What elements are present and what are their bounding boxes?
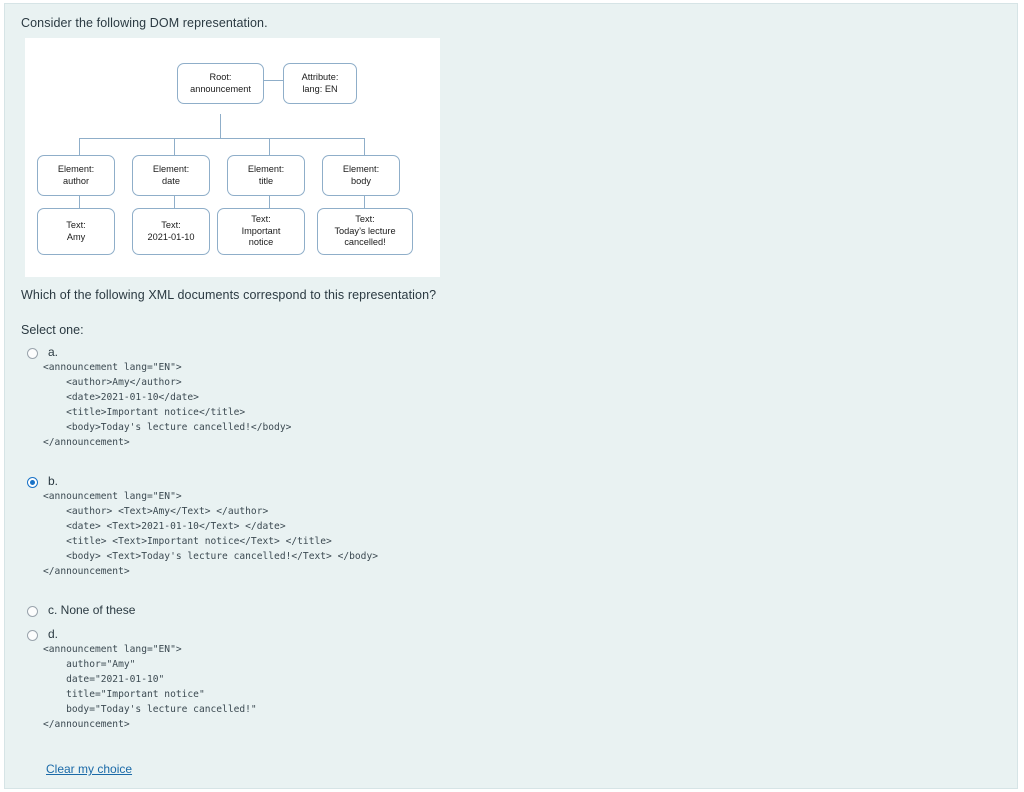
node-element-author-line2: author bbox=[62, 175, 90, 186]
radio-option-a[interactable] bbox=[27, 348, 38, 359]
edge-bus-to-title bbox=[269, 138, 270, 155]
radio-option-c[interactable] bbox=[27, 606, 38, 617]
edge-bus-to-author bbox=[79, 138, 80, 155]
node-element-title-line1: Element: bbox=[247, 163, 285, 174]
node-element-date: Element: date bbox=[132, 155, 210, 196]
node-text-author-line1: Text: bbox=[66, 219, 86, 230]
question-text: Which of the following XML documents cor… bbox=[21, 288, 437, 302]
select-one-label: Select one: bbox=[21, 323, 84, 337]
radio-option-b[interactable] bbox=[27, 477, 38, 488]
node-text-date-line2: 2021-01-10 bbox=[147, 231, 195, 242]
node-element-body: Element: body bbox=[322, 155, 400, 196]
node-text-body-line2: Today’s lecture bbox=[334, 225, 396, 236]
node-element-body-line1: Element: bbox=[342, 163, 380, 174]
node-element-date-line1: Element: bbox=[152, 163, 190, 174]
node-attribute-line1: Attribute: bbox=[301, 71, 339, 82]
node-text-date-line1: Text: bbox=[161, 219, 181, 230]
radio-option-d[interactable] bbox=[27, 630, 38, 641]
node-element-author-line1: Element: bbox=[57, 163, 95, 174]
node-text-body-line1: Text: bbox=[355, 214, 375, 225]
node-text-body-line3: cancelled! bbox=[344, 237, 386, 248]
dom-representation-diagram: Root: announcement Attribute: lang: EN E… bbox=[25, 38, 440, 277]
node-text-author-line2: Amy bbox=[66, 231, 86, 242]
edge-bus-to-body bbox=[364, 138, 365, 155]
node-text-author: Text: Amy bbox=[37, 208, 115, 255]
clear-my-choice-link[interactable]: Clear my choice bbox=[46, 762, 133, 776]
node-text-title-line3: notice bbox=[248, 237, 274, 248]
node-text-title: Text: Important notice bbox=[217, 208, 305, 255]
node-root-line2: announcement bbox=[190, 83, 251, 94]
answer-option-a-code: <announcement lang="EN"> <author>Amy</au… bbox=[43, 362, 292, 448]
node-attribute: Attribute: lang: EN bbox=[283, 63, 357, 104]
node-attribute-line2: lang: EN bbox=[302, 83, 338, 94]
quiz-question-page: Consider the following DOM representatio… bbox=[4, 3, 1018, 789]
answer-option-d-code: <announcement lang="EN"> author="Amy" da… bbox=[43, 644, 257, 730]
node-text-title-line1: Text: bbox=[251, 214, 271, 225]
node-root: Root: announcement bbox=[177, 63, 264, 104]
node-root-line1: Root: bbox=[209, 71, 232, 82]
answer-option-b-code: <announcement lang="EN"> <author> <Text>… bbox=[43, 491, 379, 577]
answer-option-b-letter: b. bbox=[48, 474, 59, 488]
node-text-title-line2: Important bbox=[241, 225, 281, 236]
node-text-date: Text: 2021-01-10 bbox=[132, 208, 210, 255]
answer-option-a-letter: a. bbox=[48, 345, 59, 359]
edge-root-stem bbox=[220, 114, 221, 138]
answer-option-c-letter: c. None of these bbox=[48, 603, 136, 617]
node-element-title: Element: title bbox=[227, 155, 305, 196]
edge-root-to-attribute bbox=[263, 80, 283, 81]
edge-bus-to-date bbox=[174, 138, 175, 155]
node-element-date-line2: date bbox=[162, 175, 180, 186]
edge-children-bus bbox=[79, 138, 364, 139]
answer-option-d-letter: d. bbox=[48, 627, 59, 641]
intro-text: Consider the following DOM representatio… bbox=[21, 16, 268, 30]
node-element-title-line2: title bbox=[258, 175, 274, 186]
node-element-body-line2: body bbox=[351, 175, 371, 186]
node-element-author: Element: author bbox=[37, 155, 115, 196]
node-text-body: Text: Today’s lecture cancelled! bbox=[317, 208, 413, 255]
